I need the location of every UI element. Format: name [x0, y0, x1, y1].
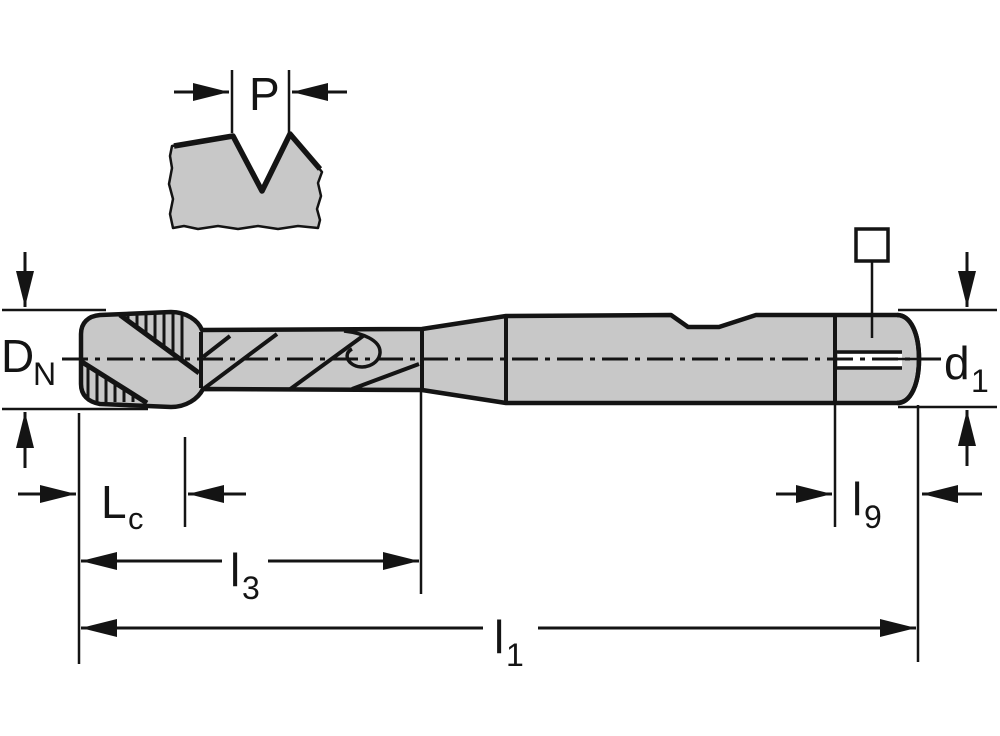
l9-label-sub: 9 — [864, 499, 882, 535]
flute-face-lower-edge — [80, 359, 149, 406]
l9-label: l — [852, 473, 862, 525]
square-symbol-icon — [854, 227, 890, 263]
dn-label: D — [1, 330, 34, 382]
dimension-thread-length: l 3 — [81, 392, 423, 606]
lc-label: L — [101, 476, 127, 528]
square-flat-gap — [838, 354, 902, 366]
dimension-square-length: l 9 — [776, 405, 982, 535]
pitch-label: P — [249, 68, 280, 120]
thread-hatch-lower — [86, 366, 144, 402]
thread-profile-detail: P — [167, 68, 347, 231]
flute-face-upper-edge — [118, 312, 201, 376]
dn-label-sub: N — [33, 356, 56, 392]
flute-runout-curve — [343, 329, 382, 369]
dimension-overall-length: l 1 — [81, 611, 916, 673]
d1-label-sub: 1 — [971, 363, 989, 399]
d1-label: d — [944, 337, 970, 389]
lc-label-sub: c — [128, 501, 144, 536]
l1-label: l — [494, 611, 504, 663]
thread-hatch-upper — [126, 314, 184, 361]
dimension-shank-diameter: d 1 — [898, 252, 997, 466]
thread-flanks — [173, 131, 323, 194]
l1-label-sub: 1 — [506, 637, 524, 673]
dimension-nominal-diameter: D N — [1, 252, 148, 468]
tap-body — [78, 227, 922, 410]
l3-label: l — [230, 544, 240, 596]
dimension-chamfer-length: L c — [18, 437, 246, 536]
l3-label-sub: 3 — [242, 570, 260, 606]
spiral-flute-lines — [200, 332, 420, 392]
